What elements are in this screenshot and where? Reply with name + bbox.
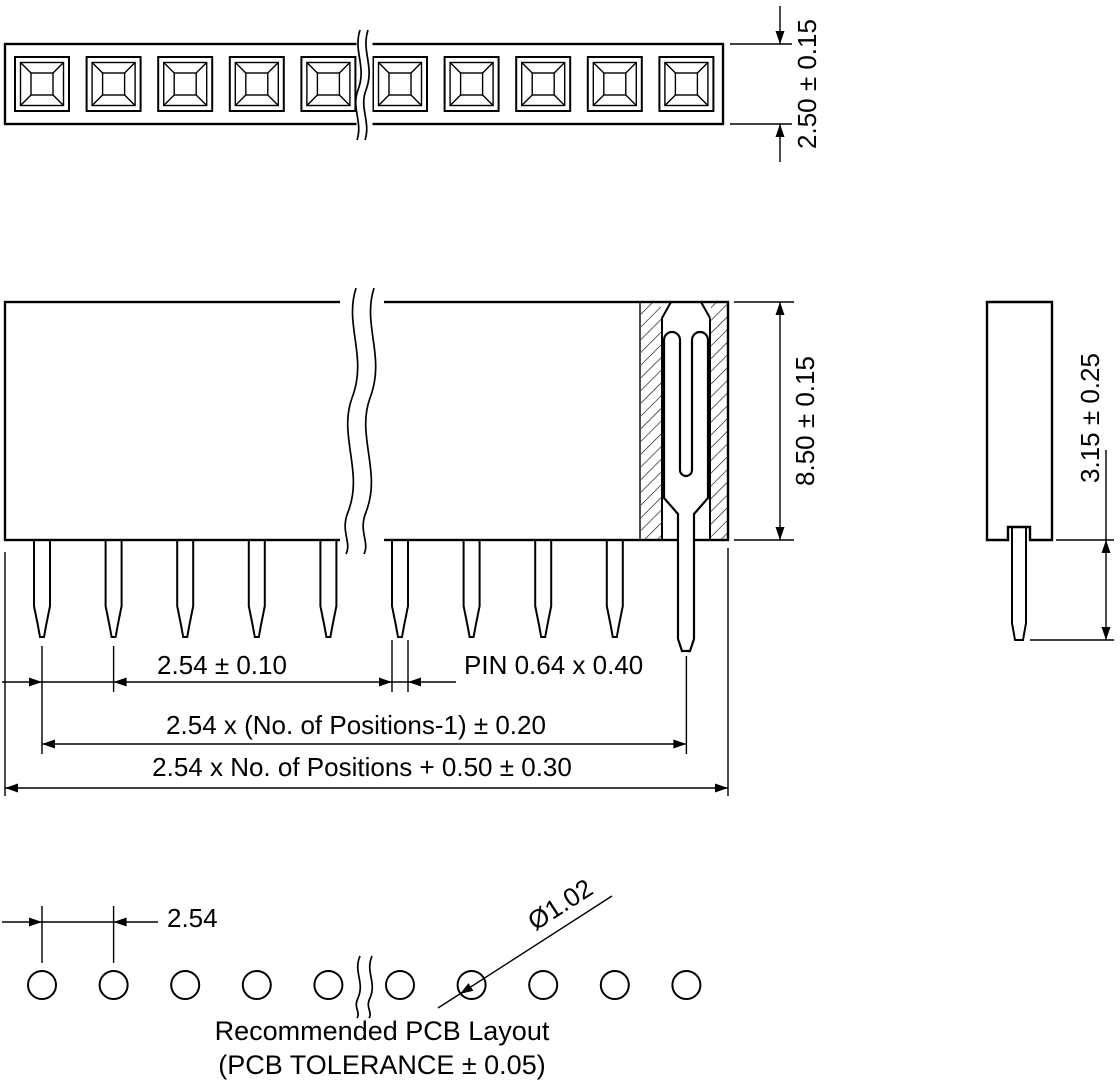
socket (157, 56, 214, 112)
side-view: 3.15 ± 0.25 (985, 300, 1114, 641)
dim-arrow (29, 677, 42, 687)
front-view: 8.50 ± 0.15 (3, 287, 820, 653)
section-hatch-left (641, 303, 661, 539)
section-hatch-right (711, 303, 727, 539)
dim-arrow (673, 739, 687, 749)
dim-arrow (1101, 540, 1111, 553)
socket (300, 56, 357, 112)
pin (534, 539, 553, 638)
span-label: 2.54 x (No. of Positions-1) ± 0.20 (166, 710, 546, 740)
dim-arrow (1101, 627, 1111, 640)
pin (319, 539, 338, 638)
pcb-tolerance-caption: (PCB TOLERANCE ± 0.05) (218, 1050, 545, 1080)
break-line (367, 955, 374, 1019)
side-view-pin (1011, 527, 1027, 641)
pitch-label: 2.54 ± 0.10 (157, 650, 287, 680)
dim-arrow (775, 527, 785, 540)
top-height-label: 2.50 ± 0.15 (792, 19, 822, 149)
overall-label: 2.54 x No. of Positions + 0.50 ± 0.30 (152, 752, 572, 782)
body-height-label: 8.50 ± 0.15 (790, 356, 820, 486)
cavity-chamfer-right (700, 301, 711, 319)
contact-spring (662, 330, 710, 653)
pin (176, 539, 195, 638)
socket (515, 56, 572, 112)
dim-arrow (113, 917, 127, 927)
socket (372, 56, 428, 112)
cavity-chamfer-left (661, 301, 672, 319)
pin (247, 539, 266, 638)
dim-arrow (775, 31, 785, 44)
dim-pcb-pitch: 2.54 (2, 903, 218, 963)
pcb-pitch-label: 2.54 (167, 903, 218, 933)
hole-diameter-label: Ø1.02 (522, 873, 598, 937)
dim-overall: 2.54 x No. of Positions + 0.50 ± 0.30 (4, 548, 729, 796)
pcb-caption: Recommended PCB Layout (215, 1016, 550, 1046)
dim-arrow (775, 124, 785, 137)
pcb-hole (385, 970, 415, 1000)
pcb-hole (313, 970, 344, 1000)
dim-arrow (113, 677, 127, 687)
pcb-hole (599, 970, 630, 1000)
socket (658, 56, 715, 112)
dim-tail-length: 3.15 ± 0.25 (1030, 353, 1114, 641)
pcb-hole (456, 970, 487, 1000)
pcb-hole (671, 970, 702, 1000)
pin (33, 539, 51, 638)
dim-pin-size: PIN 0.64 x 0.40 (379, 640, 643, 692)
break-mask (340, 297, 384, 545)
dim-arrow (5, 783, 18, 793)
pin-size-label: PIN 0.64 x 0.40 (464, 650, 643, 680)
top-view: 2.50 ± 0.15 (3, 6, 822, 162)
dim-arrow (29, 917, 42, 927)
pcb-hole (27, 970, 57, 1000)
dim-arrow (42, 739, 55, 749)
pin (391, 539, 409, 638)
pcb-hole (241, 970, 272, 1000)
pin (605, 539, 624, 638)
break-line (344, 287, 359, 555)
socket (228, 56, 285, 112)
socket (586, 56, 643, 112)
pin (104, 539, 123, 638)
dim-arrow (775, 302, 785, 315)
dim-arrow (408, 677, 421, 687)
socket (14, 56, 70, 112)
socket (443, 56, 500, 112)
hole-diameter-callout: Ø1.02 (437, 873, 613, 1009)
dim-arrow (715, 783, 728, 793)
pcb-layout: 2.54 Ø1.02 Recommended PCB Layout (PCB T… (2, 873, 702, 1080)
dim-arrow (379, 677, 392, 687)
break-line (354, 29, 362, 141)
dim-top-height: 2.50 ± 0.15 (730, 6, 822, 162)
pin (462, 539, 481, 638)
side-view-body (985, 300, 1054, 542)
break-line (362, 287, 377, 555)
pcb-hole (528, 970, 559, 1000)
pcb-hole (170, 970, 201, 1000)
dim-span: 2.54 x (No. of Positions-1) ± 0.20 (42, 656, 688, 754)
leader-arrow (457, 983, 474, 998)
tail-length-label: 3.15 ± 0.25 (1075, 353, 1105, 483)
dim-body-height: 8.50 ± 0.15 (734, 301, 820, 541)
socket (85, 56, 142, 112)
break-line (362, 29, 370, 141)
break-line (355, 955, 362, 1019)
pcb-hole (98, 970, 129, 1000)
